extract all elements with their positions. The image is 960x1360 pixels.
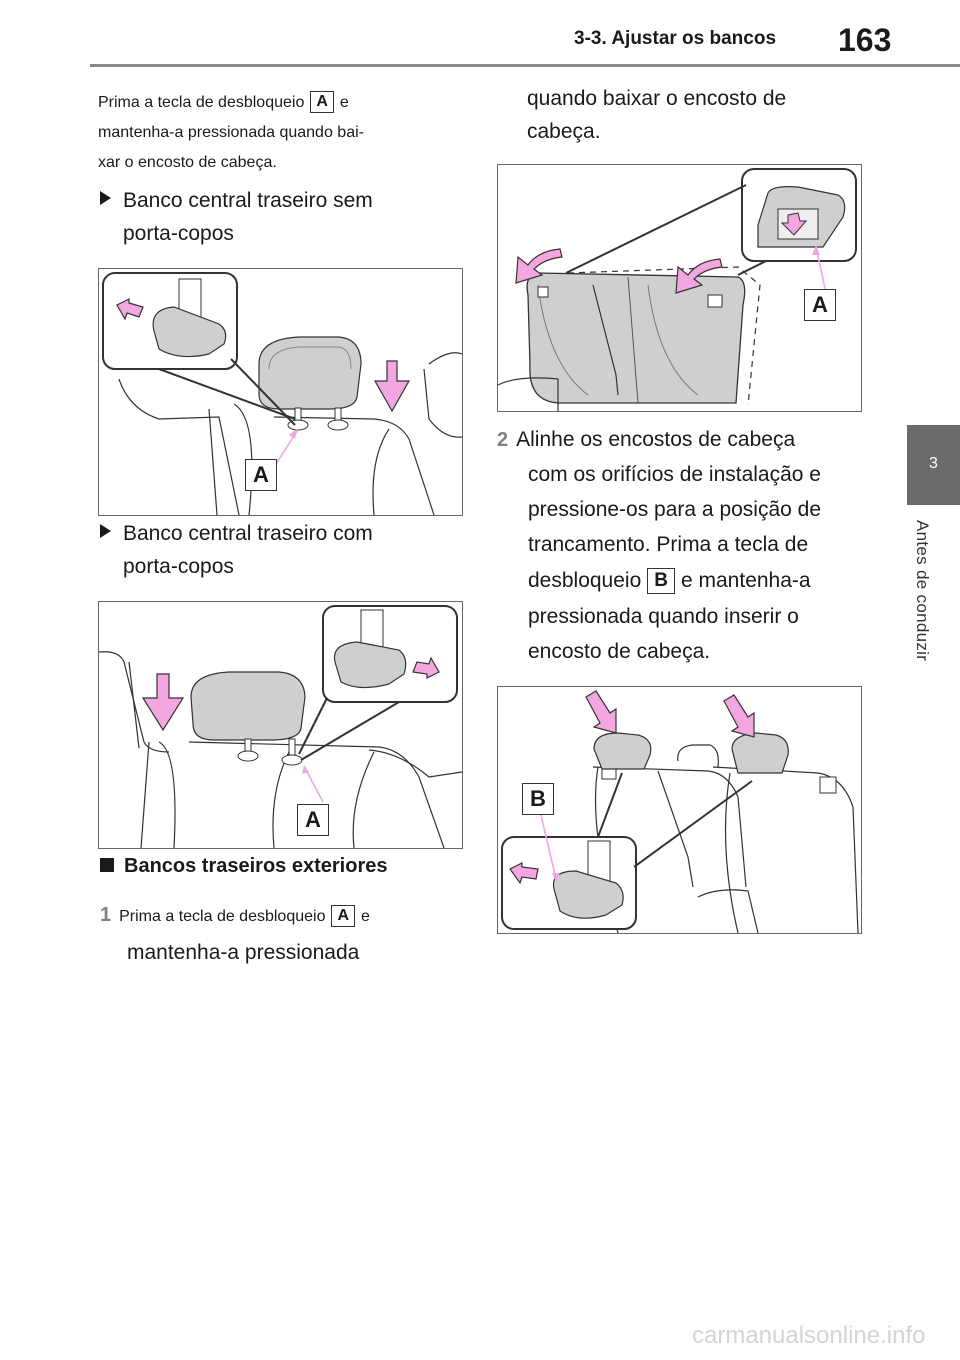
step2-text-b: e mantenha-a: [681, 569, 811, 592]
key-label-a: A: [310, 91, 334, 113]
step-2: 2 Alinhe os encostos de cabeça com os ori…: [497, 423, 867, 669]
step1-text-a: Prima a tecla de desbloqueio: [119, 908, 326, 925]
step1-text-b: e: [361, 908, 370, 925]
step2-line6: pressionada quando inserir o: [528, 605, 799, 628]
bullet2-line1: Banco central traseiro com: [123, 522, 373, 545]
step2-line4: trancamento. Prima a tecla de: [528, 533, 809, 556]
figure-center-seat-no-cupholder: A: [98, 268, 463, 516]
callout-b: B: [522, 783, 554, 815]
center-seat-illustration: [102, 272, 463, 516]
continued-text: quando baixar o encosto de cabeça.: [527, 82, 867, 148]
step2-text-a: desbloqueio: [528, 569, 642, 592]
callout-a: A: [804, 289, 836, 321]
intro-text-b: e: [339, 94, 349, 111]
heading-square-icon: [100, 858, 114, 872]
header-rule: [90, 64, 960, 67]
bullet-triangle-icon: [100, 524, 111, 538]
step-number: 1: [100, 904, 112, 926]
chapter-number: 3: [929, 455, 938, 472]
chapter-label: Antes de conduzir: [913, 520, 932, 662]
step1-line2: mantenha-a pressionada: [127, 941, 360, 964]
step2-line2: com os orifícios de instalação e: [528, 463, 821, 486]
intro-line-3: xar o encosto de cabeça.: [98, 154, 277, 171]
intro-line-2: mantenha-a pressionada quando bai-: [98, 124, 364, 141]
bullet1-line1: Banco central traseiro sem: [123, 189, 373, 212]
cont-line1: quando baixar o encosto de: [527, 87, 787, 110]
section-heading: Bancos traseiros exteriores: [100, 855, 387, 878]
watermark-logo: carmanualsonline.info: [692, 1322, 926, 1349]
step2-line1: Alinhe os encostos de cabeça: [516, 428, 796, 451]
intro-text-a: Prima a tecla de desbloqueio: [98, 94, 305, 111]
bullet2-line2: porta-copos: [123, 555, 234, 578]
key-label-a: A: [331, 905, 356, 927]
chapter-tab: 3: [907, 425, 960, 505]
section-title: 3-3. Ajustar os bancos: [574, 28, 777, 49]
headrest-install-illustration: [501, 690, 859, 934]
step-number: 2: [497, 429, 509, 451]
figure-outer-seat-lowering: A: [497, 164, 862, 412]
page-number: 163: [838, 22, 892, 58]
bullet-triangle-icon: [100, 191, 111, 205]
section-heading-text: Bancos traseiros exteriores: [124, 855, 388, 877]
step2-line3: pressione-os para a posição de: [528, 498, 822, 521]
outer-seat-illustration: [497, 168, 857, 411]
cont-line2: cabeça.: [527, 120, 601, 143]
bullet-without-cupholder: Banco central traseiro sem porta-copos: [100, 184, 460, 250]
figure-headrest-install: B: [497, 686, 862, 934]
key-label-b: B: [647, 568, 675, 594]
figure-center-seat-with-cupholder: A: [98, 601, 463, 849]
callout-a: A: [245, 459, 277, 491]
callout-a: A: [297, 804, 329, 836]
bullet1-line2: porta-copos: [123, 222, 234, 245]
bullet-with-cupholder: Banco central traseiro com porta-copos: [100, 517, 460, 583]
step2-line7: encosto de cabeça.: [528, 640, 711, 663]
center-seat-cupholder-illustration: [98, 605, 463, 849]
